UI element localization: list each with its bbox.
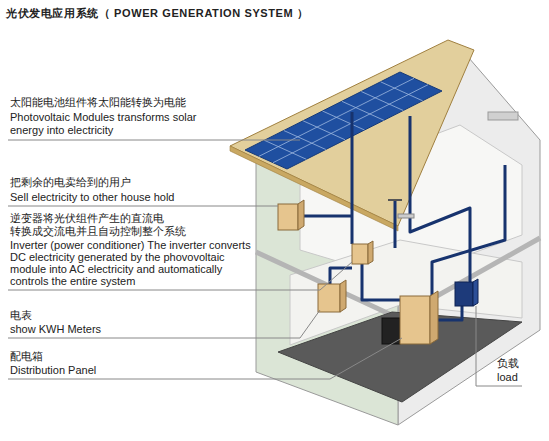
leader-line [8,310,320,338]
wire [432,165,505,300]
leader-line [8,206,278,207]
middle-floor [256,238,540,318]
solar-panel [245,72,442,169]
inverter-box [352,244,368,264]
box-side [368,241,373,264]
callout-label: 太阳能电池组件将太阳能转换为电能 [10,96,270,109]
wire [351,112,354,244]
callout-label: 逆变器将光伏组件产生的直流电 转换成交流电并且自动控制整个系统 [10,212,210,238]
load-box [455,282,473,306]
wire [394,200,397,248]
sell-meter-box [278,204,298,230]
callout-label: Distribution Panel [10,364,210,377]
box-side [473,279,478,306]
callout-label: Inverter (power conditioner) The inverte… [10,239,255,287]
callout-label: 配电箱 [10,350,110,363]
callout-label: Sell electricity to other house hold [10,191,270,204]
box-side [298,200,304,230]
wire [410,116,470,282]
diagram-title: 光伏发电应用系统（ POWER GENERATION SYSTEM ） [6,6,309,21]
callout-label: load [497,371,547,384]
wire [300,215,352,218]
box-side [340,280,346,312]
roof-edge [230,146,398,231]
wire [330,268,352,284]
callout-label: 负载 [497,357,547,370]
leader-line [8,338,402,379]
callout-label: show KWH Meters [10,323,210,336]
shelf [398,214,414,218]
callout-label: 把剩余的电卖给到的用户 [10,176,270,189]
distribution-panel-box [400,296,430,344]
callout-label: 电表 [10,309,110,322]
gable-vent [488,112,518,120]
leader-line [8,140,300,141]
battery-box [382,318,400,344]
shower-head [388,199,402,201]
panel-grid [259,78,428,162]
callout-label: Photovoltaic Modules transforms solar en… [10,111,228,137]
box-side [430,291,438,344]
wire [362,264,400,300]
